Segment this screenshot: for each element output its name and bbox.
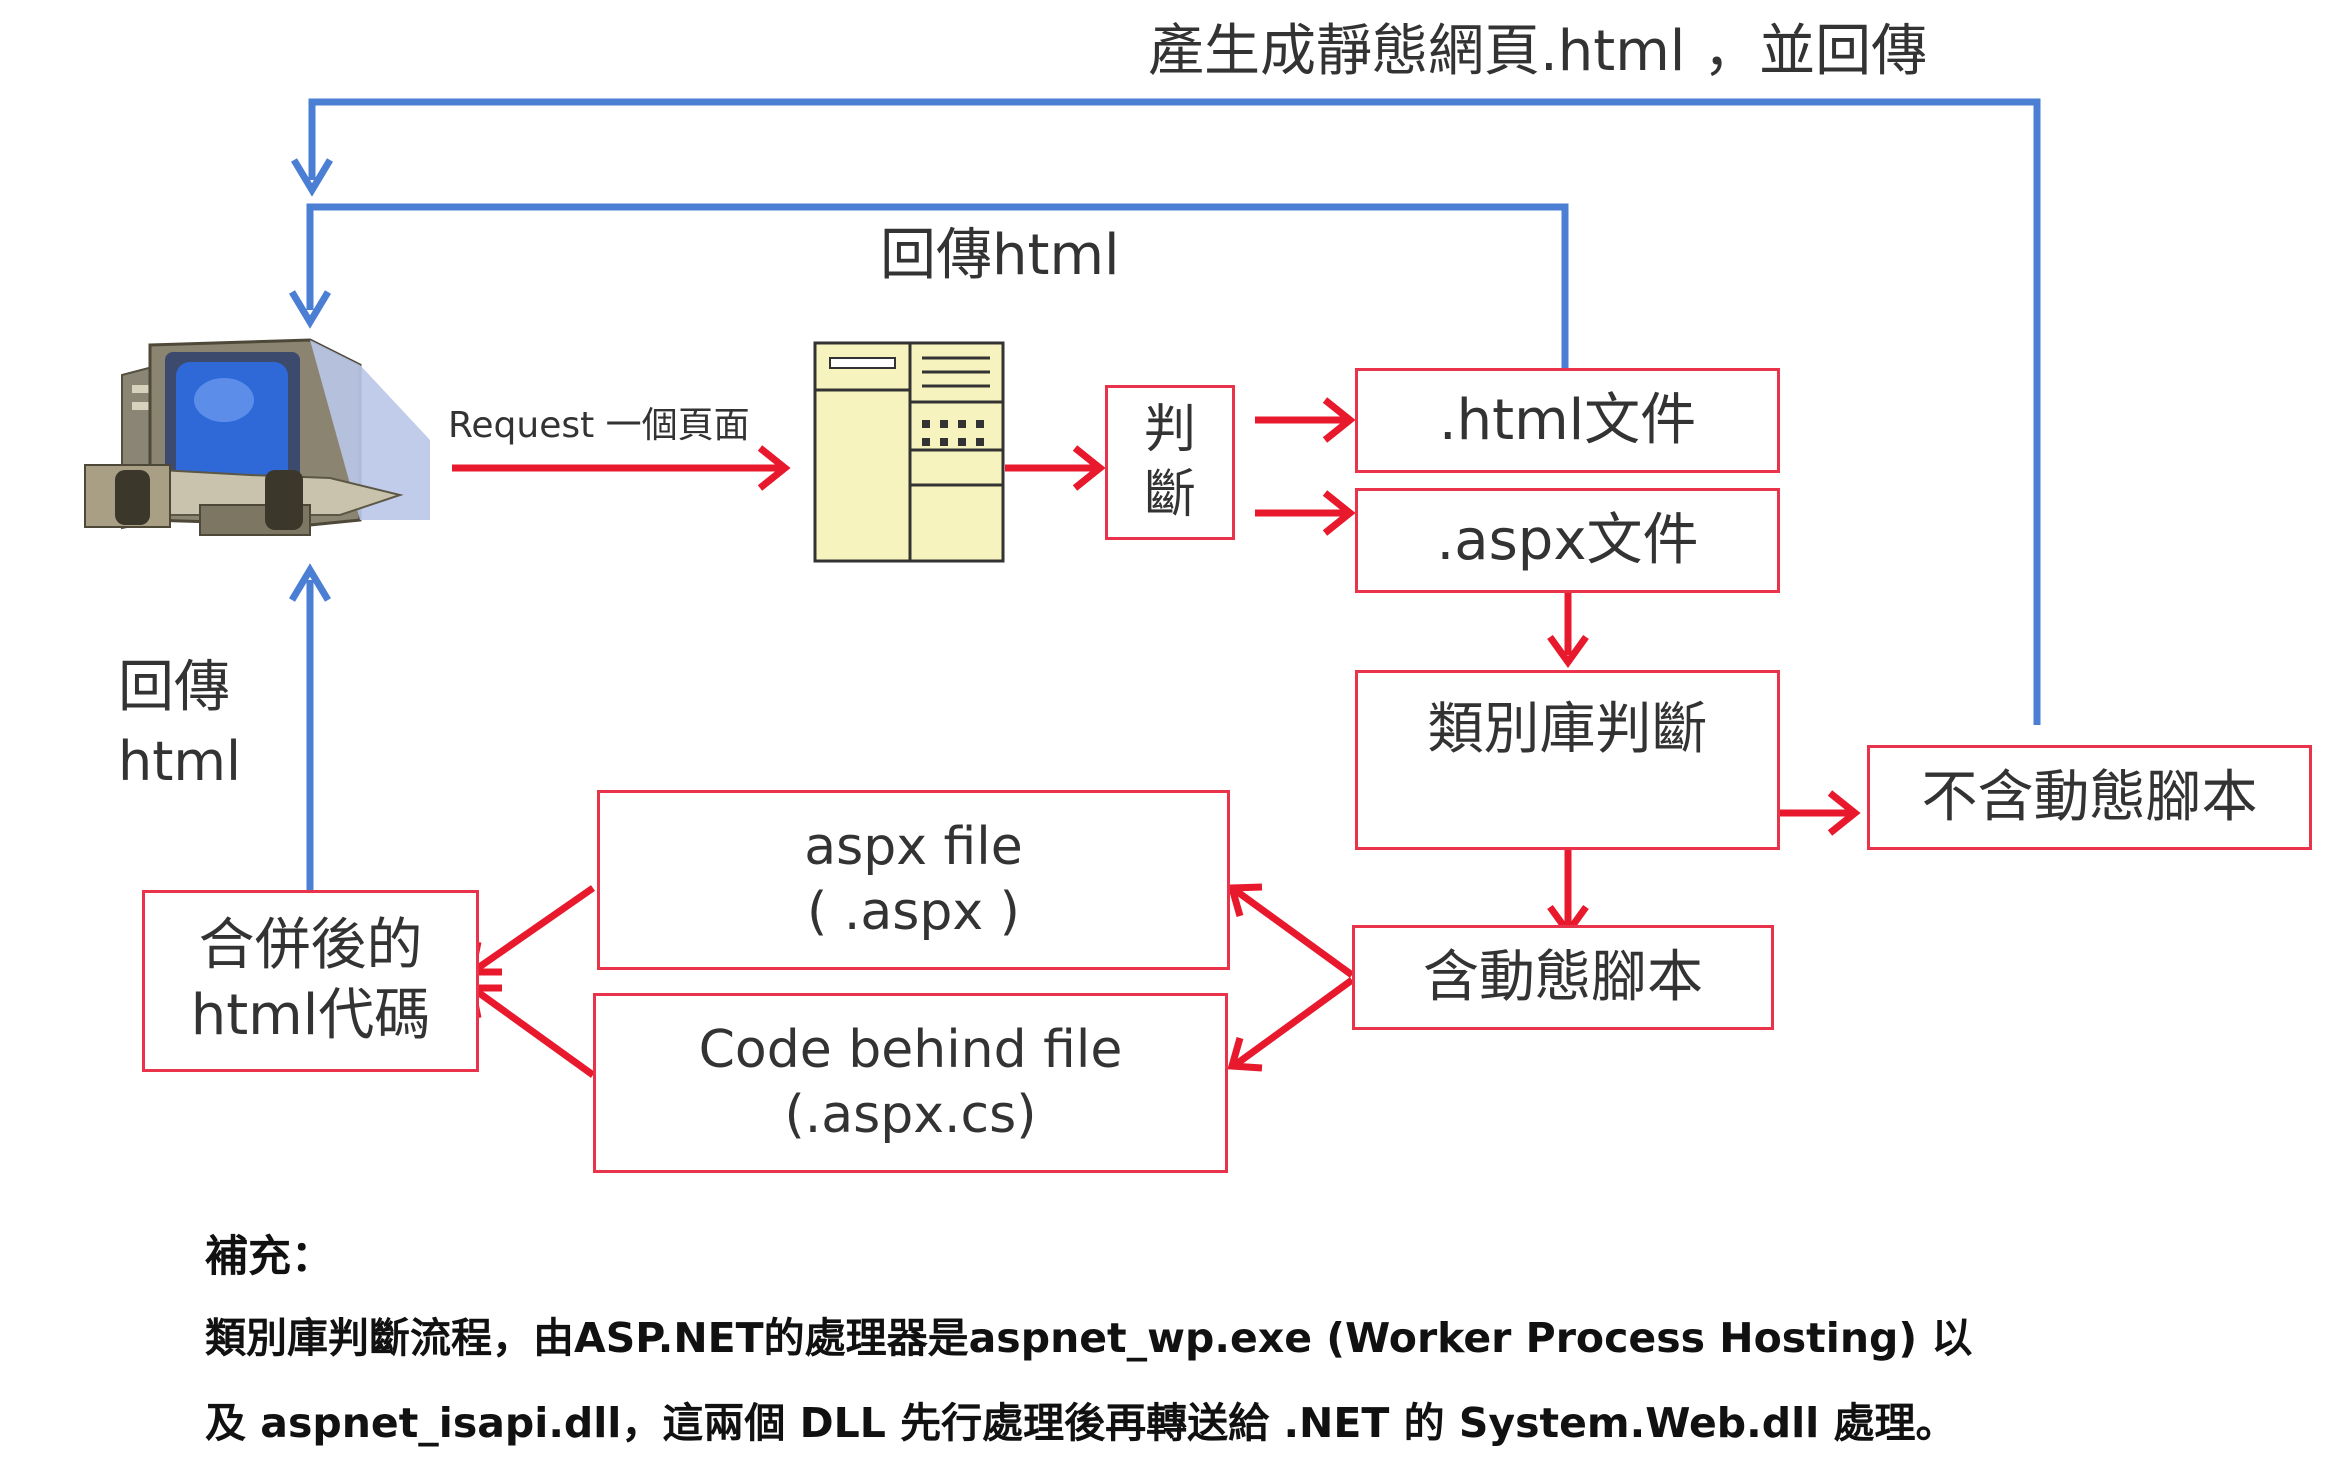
judge-box-line2: 斷 [1143, 464, 1196, 525]
computer-icon [84, 338, 430, 536]
html-file-label: .html文件 [1438, 387, 1697, 453]
merged-html-line2: html代碼 [190, 983, 431, 1048]
code-behind-box: Code behind file (.aspx.cs) [593, 993, 1228, 1173]
has-script-label: 含動態腳本 [1423, 944, 1703, 1010]
judge-box: 判 斷 [1105, 385, 1235, 540]
hasscript-to-aspx-arrow [1232, 887, 1355, 978]
hasscript-to-codebehind-arrow [1232, 977, 1355, 1068]
merged-return-arrowhead [288, 563, 332, 602]
code-behind-line2: (.aspx.cs) [784, 1085, 1037, 1145]
aspx-file-box: .aspx文件 [1355, 488, 1780, 593]
web-page-icon [813, 341, 1005, 563]
request-label: Request 一個頁面 [448, 405, 750, 446]
html-return-line [306, 203, 1569, 370]
class-lib-judge-box: 類別庫判斷 [1355, 670, 1780, 850]
merged-html-line1: 合併後的 [198, 913, 423, 978]
note-line2: 及 aspnet_isapi.dll，這兩個 DLL 先行處理後再轉送給 .NE… [205, 1399, 1957, 1447]
has-script-box: 含動態腳本 [1352, 925, 1774, 1030]
codebehind-to-merged-arrow [472, 987, 596, 1078]
no-script-label: 不含動態腳本 [1921, 764, 2258, 830]
static-return-label: 產生成靜態網頁.html ，並回傳 [1148, 19, 1928, 84]
left-return-label-line1: 回傳 [118, 655, 230, 720]
static-return-line [308, 98, 2041, 725]
aspx-source-line2: ( .aspx ) [807, 882, 1020, 942]
static-return-arrowhead [290, 158, 334, 197]
html-file-box: .html文件 [1355, 368, 1780, 473]
html-return-label: 回傳html [880, 223, 1120, 288]
code-behind-line1: Code behind file [698, 1020, 1123, 1080]
aspx-source-box: aspx file ( .aspx ) [597, 790, 1230, 970]
html-return-arrowhead [288, 290, 332, 329]
left-return-label-line2: html [118, 730, 242, 793]
note-heading: 補充： [205, 1232, 334, 1282]
no-script-box: 不含動態腳本 [1867, 745, 2312, 850]
class-lib-judge-label: 類別庫判斷 [1427, 697, 1708, 762]
judge-box-line1: 判 [1143, 399, 1196, 460]
aspx-to-merged-arrow [473, 885, 595, 973]
aspx-file-label: .aspx文件 [1436, 507, 1699, 573]
merged-html-box: 合併後的 html代碼 [142, 890, 479, 1072]
aspx-source-line1: aspx file [804, 817, 1023, 877]
note-line1: 類別庫判斷流程，由ASP.NET的處理器是aspnet_wp.exe (Work… [205, 1314, 1973, 1362]
